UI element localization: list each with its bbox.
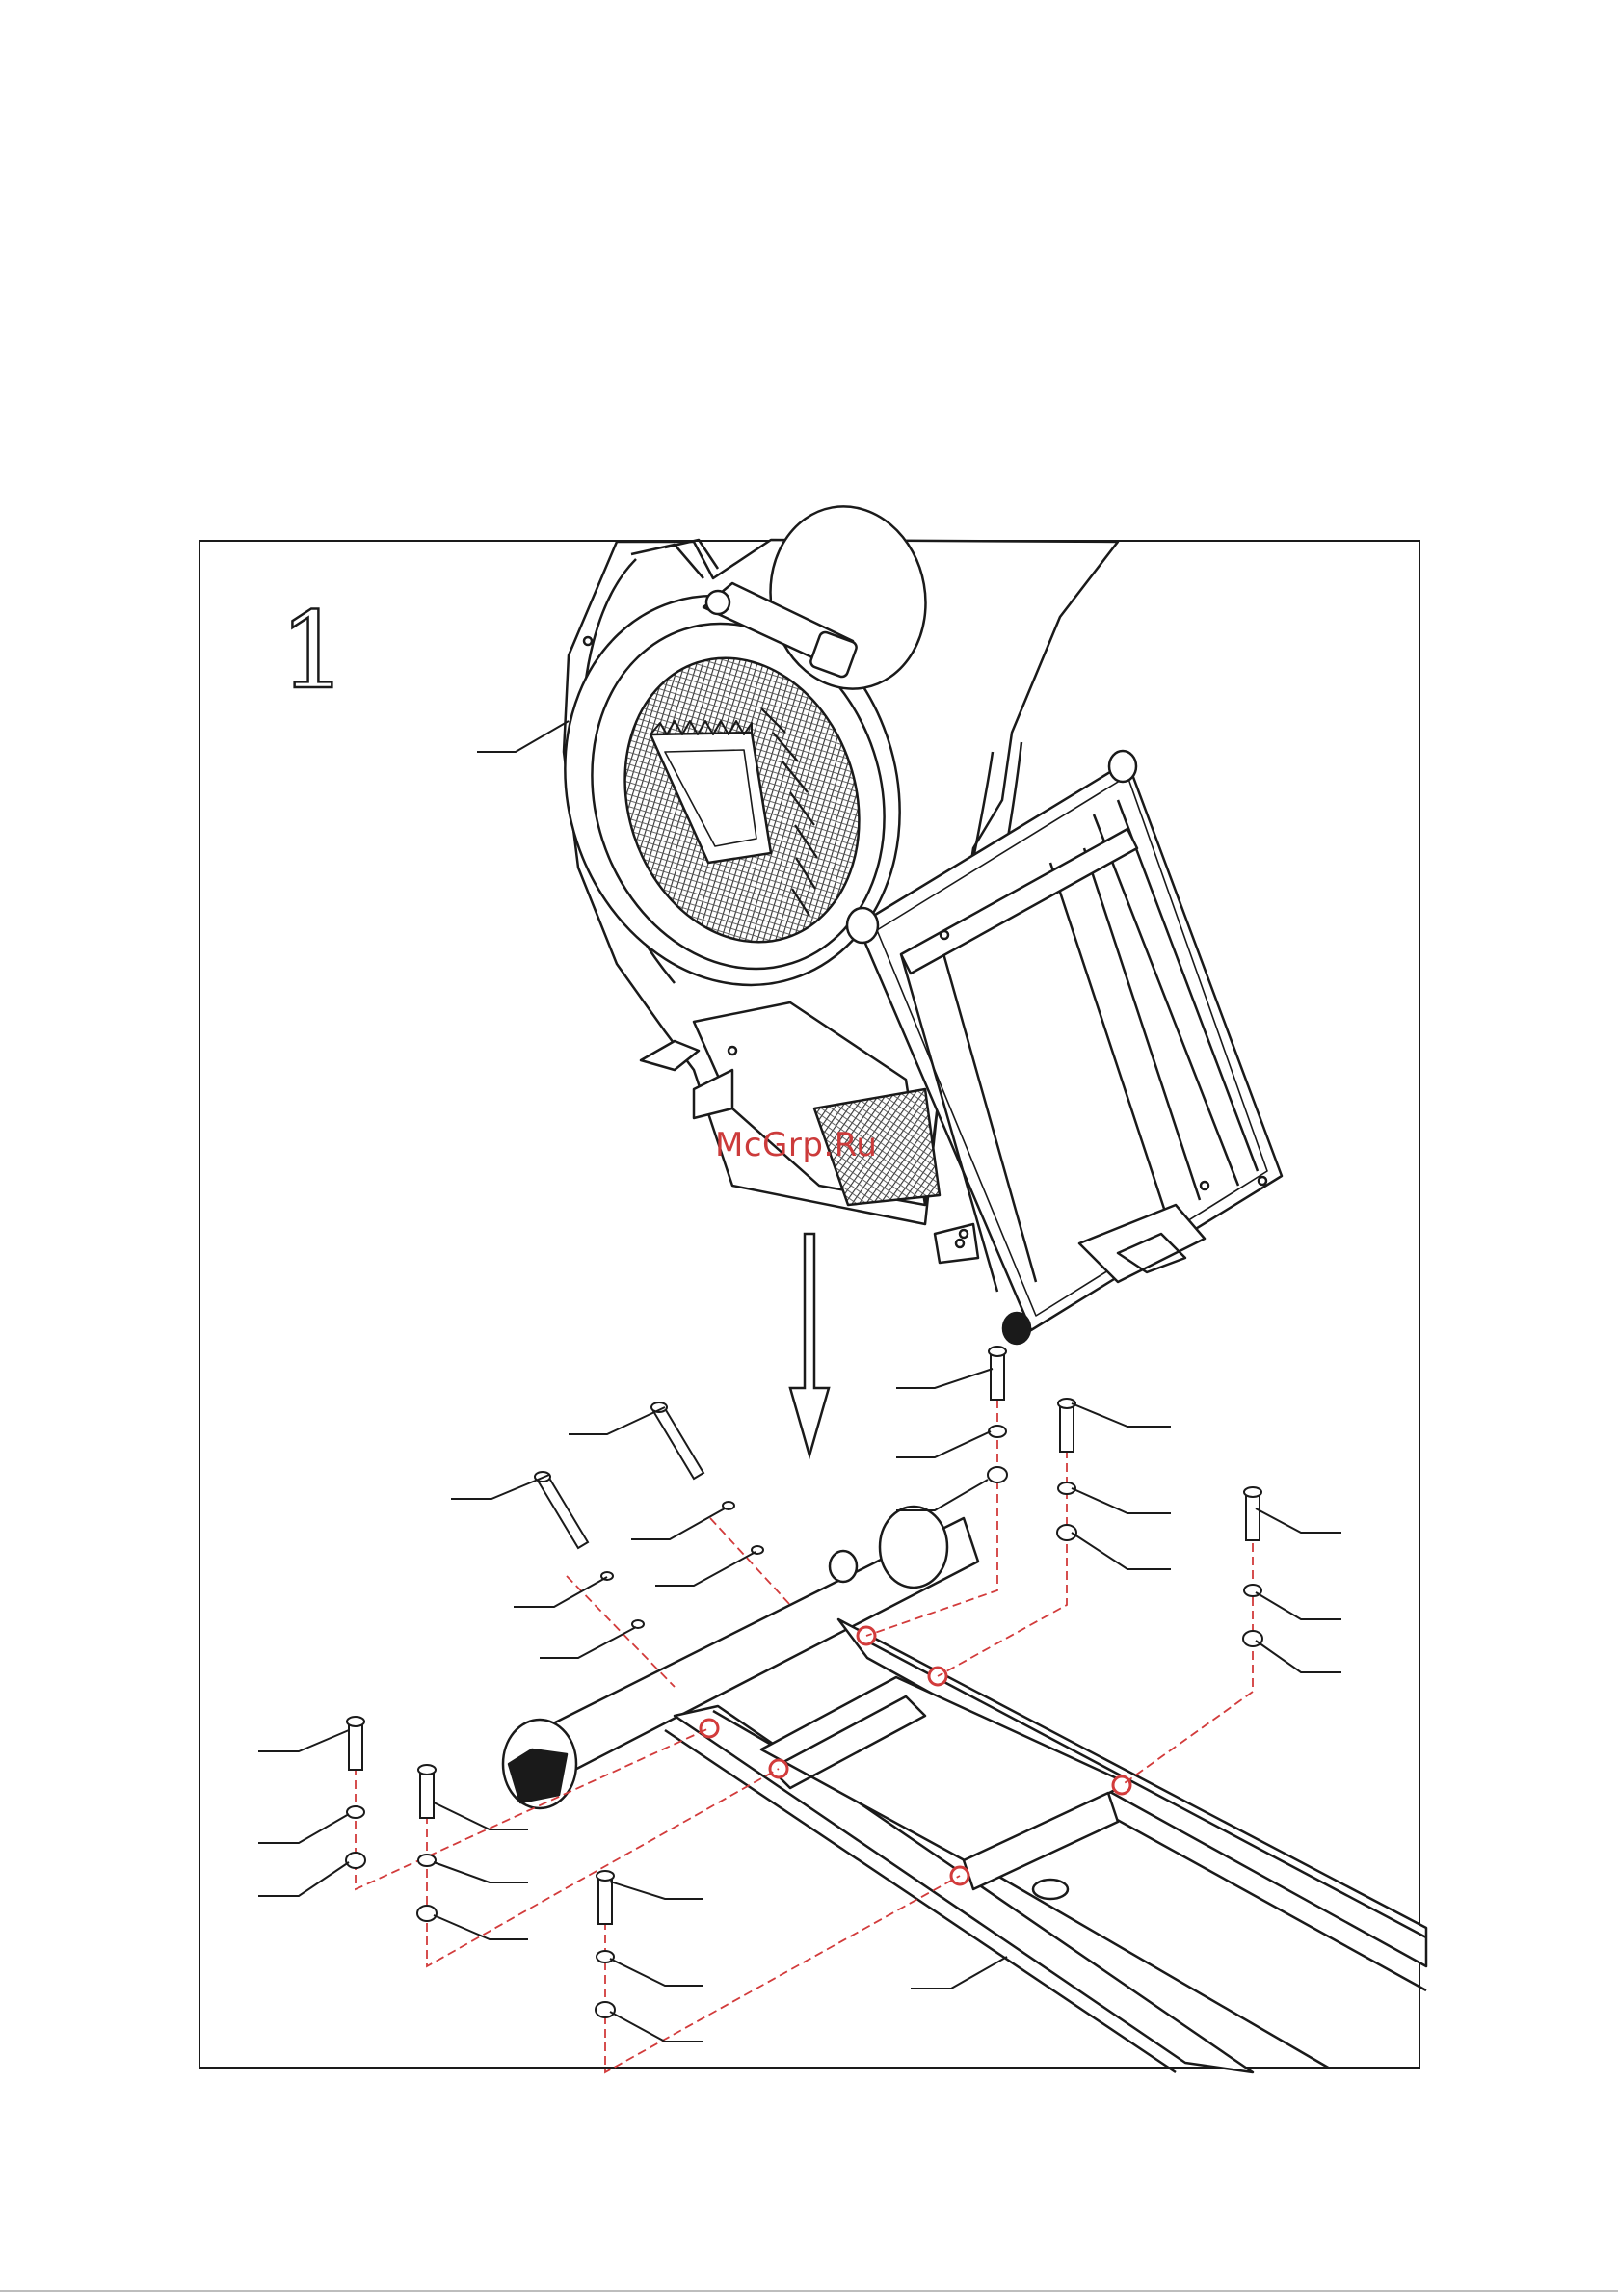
front-stabilizer-frame [503, 1507, 1426, 2072]
down-arrow [790, 1234, 829, 1455]
washers [346, 1426, 1262, 2017]
footer-rule [0, 2290, 1618, 2292]
watermark: McGrp.Ru [715, 1126, 877, 1164]
